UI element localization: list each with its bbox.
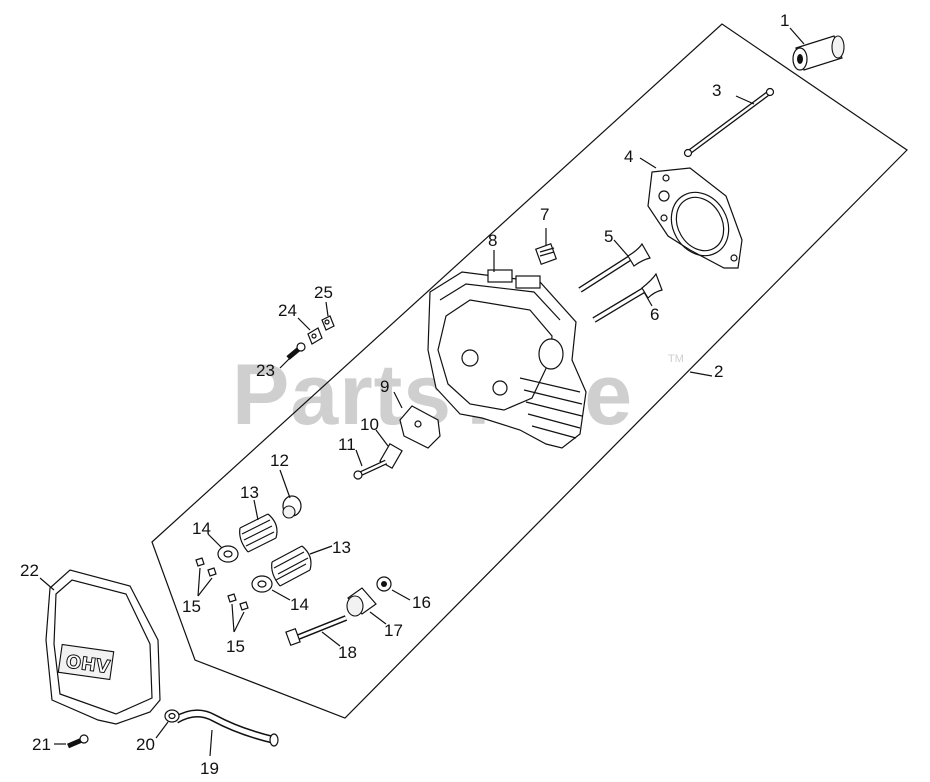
label-1: 1 <box>780 11 789 30</box>
label-16: 16 <box>412 593 431 612</box>
part-12-cap[interactable] <box>282 495 302 519</box>
part-9-rocker-bracket[interactable] <box>399 405 441 449</box>
label-14-lower: 14 <box>290 595 309 614</box>
label-2: 2 <box>714 362 723 381</box>
part-22-valve-cover[interactable]: OHV <box>45 569 161 725</box>
label-13-upper: 13 <box>240 483 259 502</box>
part-15-keepers-lower[interactable] <box>227 593 249 611</box>
label-12: 12 <box>270 451 289 470</box>
part-21-screw[interactable] <box>67 734 89 749</box>
label-6: 6 <box>650 305 659 324</box>
label-5: 5 <box>604 227 613 246</box>
label-8: 8 <box>488 231 497 250</box>
part-18-bolt[interactable] <box>285 615 348 647</box>
label-3: 3 <box>712 81 721 100</box>
label-7: 7 <box>540 205 549 224</box>
part-8-cylinder-head[interactable] <box>427 269 587 449</box>
label-13-lower: 13 <box>332 538 351 557</box>
part-labels: 1 2 3 4 5 6 7 8 9 10 11 12 13 13 14 14 1… <box>20 11 789 778</box>
part-13-spring-lower[interactable] <box>271 545 312 587</box>
part-13-spring-upper[interactable] <box>239 513 278 553</box>
part-4-gasket[interactable] <box>647 167 743 269</box>
part-17-spacer[interactable] <box>346 587 377 617</box>
part-15-keepers-upper[interactable] <box>195 557 217 577</box>
part-14-washer-upper[interactable] <box>217 545 239 563</box>
part-20-clamp[interactable] <box>164 709 180 723</box>
part-16-nut[interactable] <box>376 576 392 592</box>
label-15-upper: 15 <box>182 597 201 616</box>
label-20: 20 <box>136 735 155 754</box>
part-14-washer-lower[interactable] <box>251 575 273 593</box>
part-25-terminal[interactable] <box>321 315 335 331</box>
label-23: 23 <box>256 361 275 380</box>
watermark-trademark: TM <box>668 353 684 365</box>
label-17: 17 <box>384 621 403 640</box>
cover-logo-text: OHV <box>64 651 111 678</box>
label-14-upper: 14 <box>192 519 211 538</box>
part-11-bolt[interactable] <box>353 459 388 480</box>
label-4: 4 <box>624 147 633 166</box>
part-1-sleeve[interactable] <box>792 35 845 71</box>
label-21: 21 <box>32 735 51 754</box>
assembly-boundary <box>151 23 908 719</box>
label-25: 25 <box>314 283 333 302</box>
label-10: 10 <box>360 415 379 434</box>
label-15-lower: 15 <box>226 637 245 656</box>
part-5-valve[interactable] <box>578 242 651 293</box>
part-7-seal[interactable] <box>534 242 558 266</box>
leader-lines <box>39 27 805 757</box>
part-3-push-rod[interactable] <box>683 87 775 158</box>
label-9: 9 <box>380 377 389 396</box>
part-19-breather-hose[interactable] <box>173 709 279 747</box>
part-6-valve[interactable] <box>592 272 663 323</box>
label-24: 24 <box>278 301 297 320</box>
part-23-screw[interactable] <box>286 342 306 360</box>
label-18: 18 <box>338 643 357 662</box>
part-24-terminal[interactable] <box>307 327 323 345</box>
label-22: 22 <box>20 561 39 580</box>
label-11: 11 <box>338 435 356 454</box>
label-19: 19 <box>200 759 219 778</box>
